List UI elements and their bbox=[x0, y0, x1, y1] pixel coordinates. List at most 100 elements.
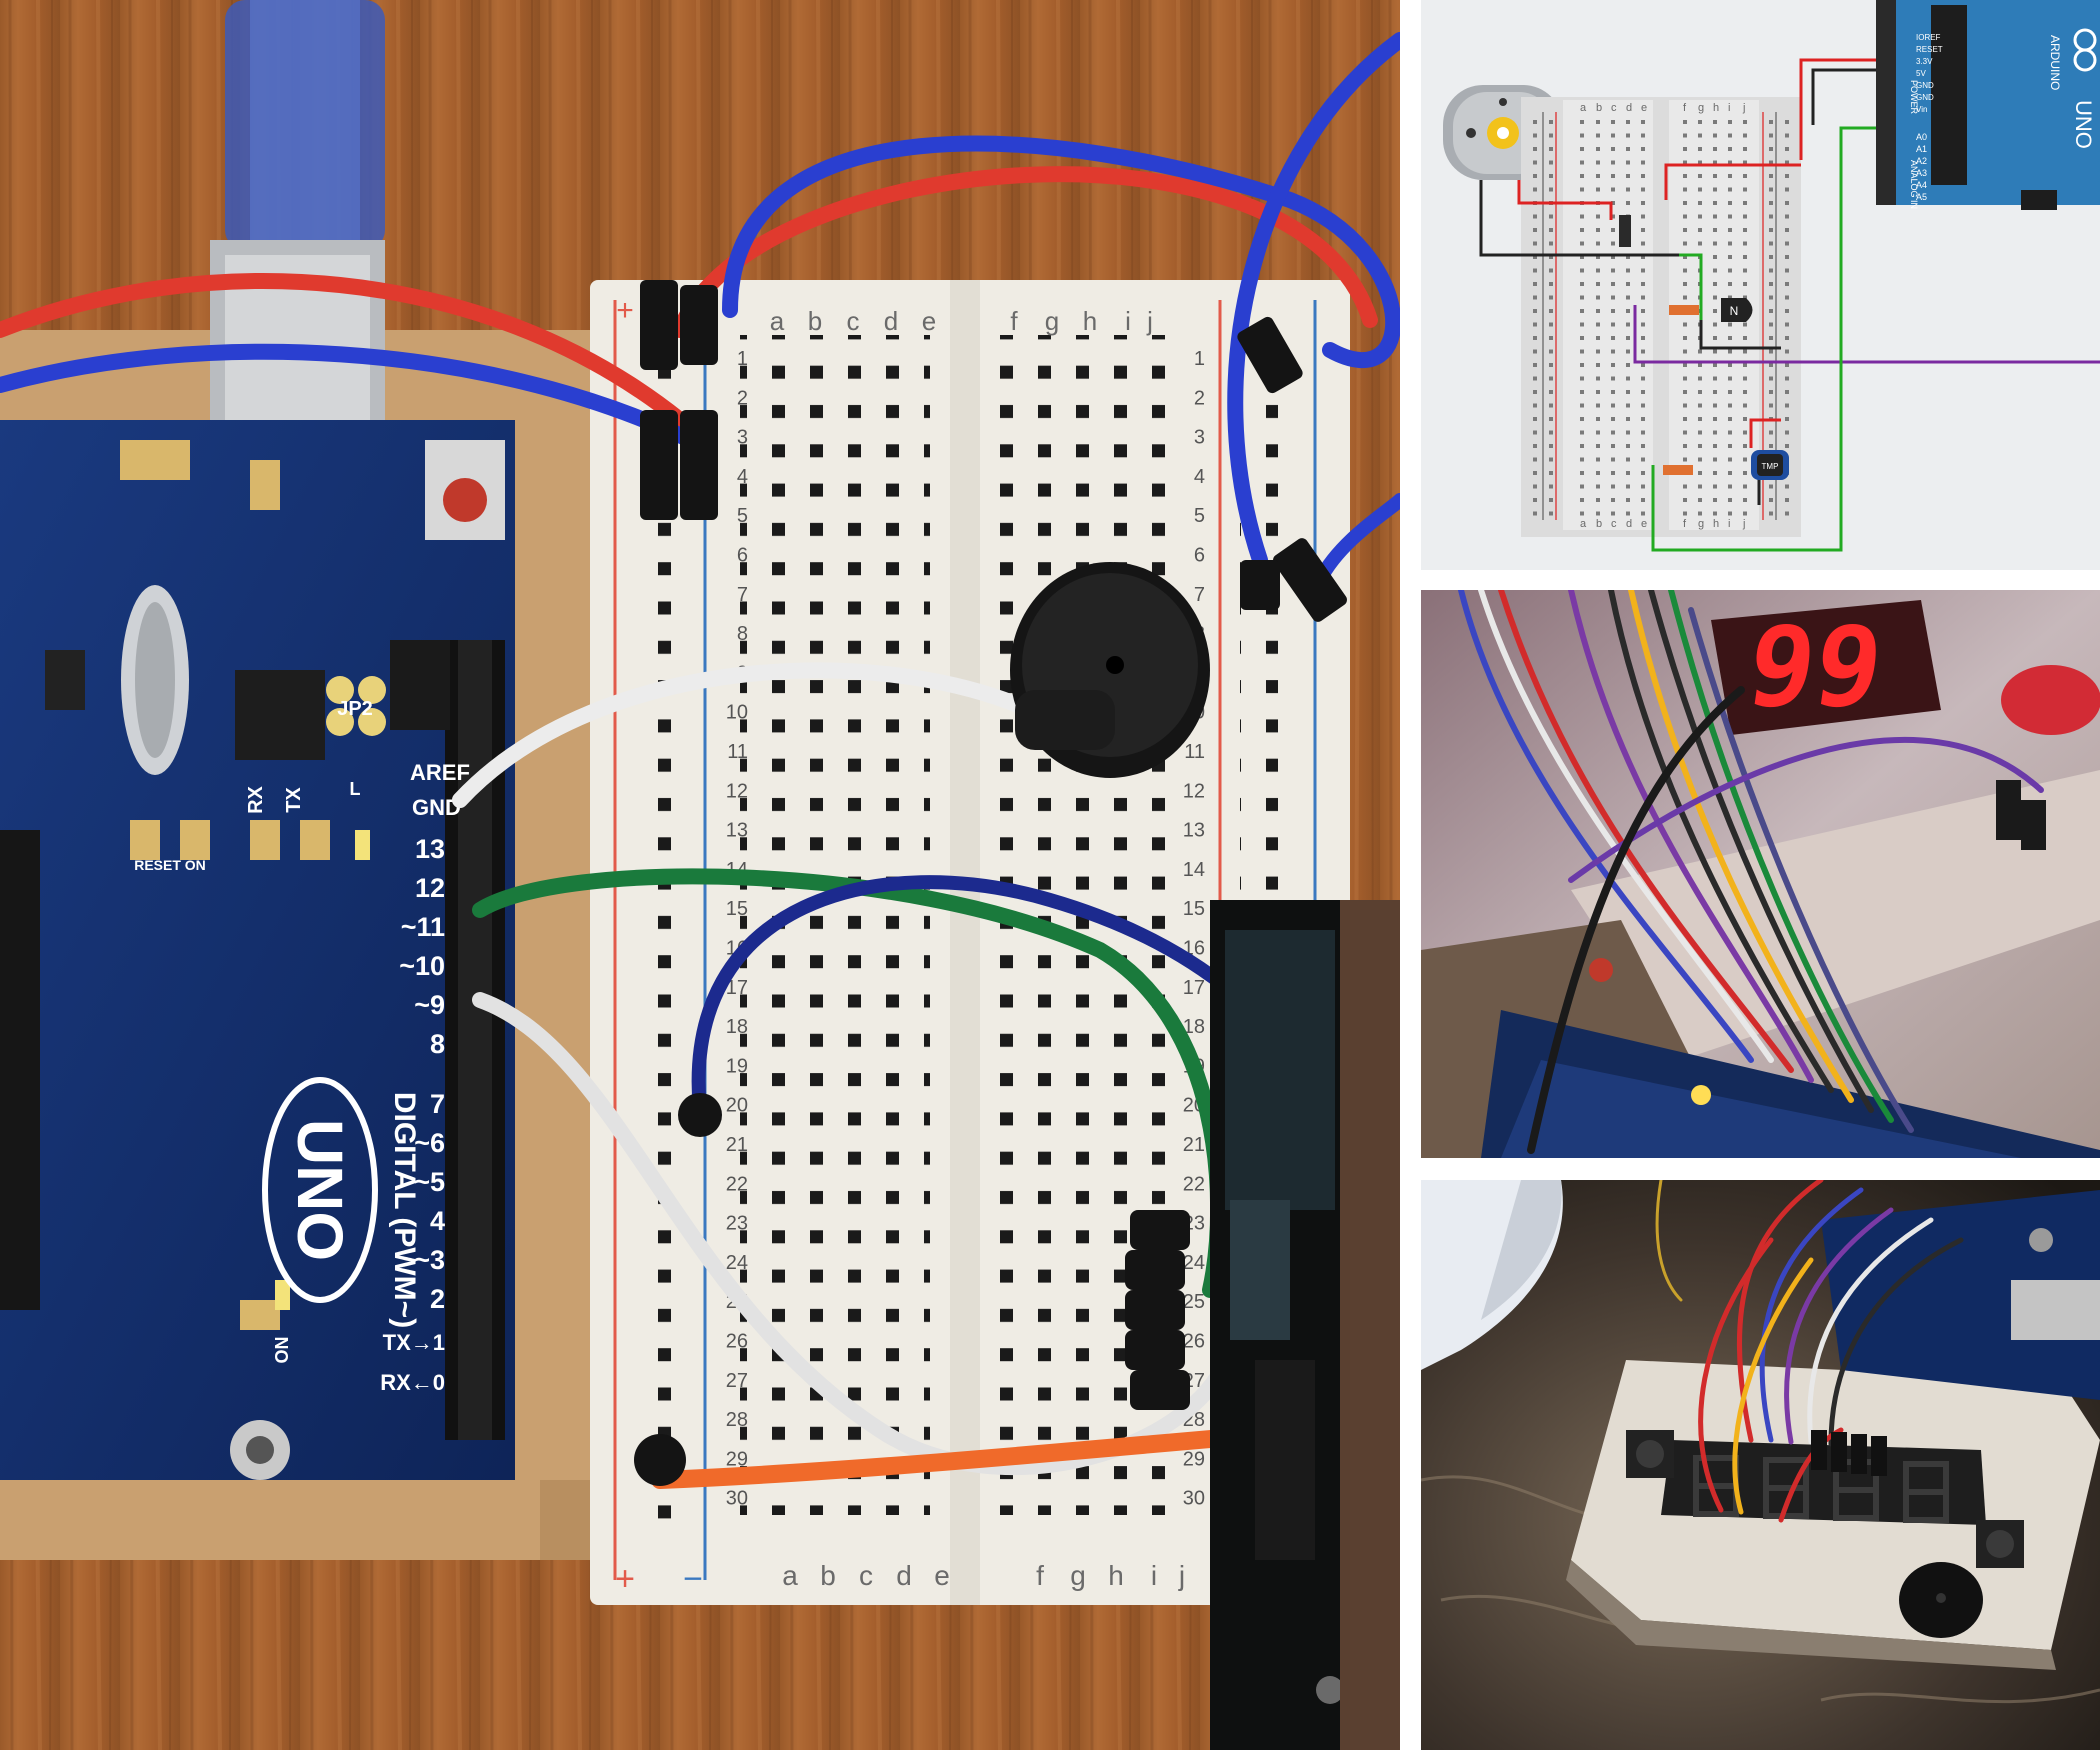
diagram-hole bbox=[1626, 336, 1630, 340]
diagram-hole bbox=[1580, 484, 1584, 489]
row-number: 24 bbox=[726, 1252, 748, 1274]
diagram-hole bbox=[1549, 147, 1553, 151]
diagram-hole bbox=[1713, 322, 1717, 327]
row-number: 5 bbox=[1194, 505, 1205, 527]
diagram-hole bbox=[1580, 160, 1584, 165]
diagram-hole bbox=[1596, 430, 1600, 435]
row-number: 17 bbox=[1183, 977, 1205, 999]
diagram-hole bbox=[1580, 322, 1584, 327]
svg-text:a: a bbox=[1580, 102, 1587, 114]
diagram-hole bbox=[1698, 417, 1702, 421]
diagram-hole bbox=[1769, 160, 1773, 165]
diagram-hole bbox=[1683, 376, 1687, 381]
row-number: 14 bbox=[1183, 859, 1205, 881]
diagram-hole bbox=[1713, 282, 1717, 286]
diagram-hole bbox=[1683, 457, 1687, 462]
diagram-hole bbox=[1533, 498, 1537, 502]
row-number: 25 bbox=[1183, 1291, 1205, 1313]
diagram-hole bbox=[1596, 309, 1600, 313]
diagram-hole bbox=[1785, 187, 1789, 192]
diagram-hole bbox=[1698, 444, 1702, 448]
diagram-hole bbox=[1785, 417, 1789, 421]
diagram-hole bbox=[1533, 255, 1537, 259]
diagram-hole bbox=[1641, 133, 1645, 138]
mounting-hole-center bbox=[246, 1436, 274, 1464]
diagram-hole bbox=[1713, 255, 1717, 259]
diagram-hole bbox=[1611, 511, 1615, 516]
row-number: 7 bbox=[1194, 584, 1205, 606]
diagram-hole bbox=[1728, 255, 1732, 259]
diagram-hole bbox=[1641, 417, 1645, 421]
diagram-hole bbox=[1580, 282, 1584, 286]
pin-label: 4 bbox=[430, 1206, 445, 1236]
diagram-hole bbox=[1549, 444, 1553, 448]
diagram-hole bbox=[1533, 390, 1537, 394]
diagram-hole bbox=[1713, 133, 1717, 138]
diagram-hole bbox=[1713, 444, 1717, 448]
diagram-hole bbox=[1611, 349, 1615, 354]
svg-text:g: g bbox=[1045, 306, 1059, 336]
diagram-hole bbox=[1549, 268, 1553, 273]
diagram-hole bbox=[1785, 322, 1789, 327]
diagram-hole bbox=[1743, 322, 1747, 327]
svg-text:ANALOG IN: ANALOG IN bbox=[1909, 160, 1919, 209]
diagram-hole bbox=[1769, 336, 1773, 340]
diagram-hole bbox=[1533, 471, 1537, 475]
row-number: 22 bbox=[726, 1173, 748, 1195]
diagram-hole bbox=[1533, 403, 1537, 408]
row-number: 30 bbox=[1183, 1488, 1205, 1510]
diagram-hole bbox=[1533, 214, 1537, 219]
diagram-hole bbox=[1580, 376, 1584, 381]
diagram-hole bbox=[1641, 120, 1645, 124]
aref-label: AREF bbox=[410, 760, 470, 785]
diagram-hole bbox=[1769, 498, 1773, 502]
diagram-hole bbox=[1743, 174, 1747, 178]
diagram-hole bbox=[1698, 403, 1702, 408]
svg-text:Vin: Vin bbox=[1916, 105, 1927, 114]
diagram-hole bbox=[1728, 282, 1732, 286]
diagram-hole bbox=[1728, 444, 1732, 448]
reset-button bbox=[443, 478, 487, 522]
diagram-hole bbox=[1785, 444, 1789, 448]
main-photo-canvas: UNO DIGITAL (PWM~) AREF GND 13 12 ~11 ~1… bbox=[0, 0, 1400, 1750]
diagram-hole bbox=[1743, 295, 1747, 300]
diagram-hole bbox=[1549, 255, 1553, 259]
row-number: 15 bbox=[1183, 898, 1205, 920]
diagram-hole bbox=[1641, 376, 1645, 381]
diagram-hole bbox=[1580, 228, 1584, 232]
diagram-hole bbox=[1580, 363, 1584, 367]
diagram-hole bbox=[1683, 390, 1687, 394]
row-number: 11 bbox=[1184, 741, 1205, 763]
diagram-hole bbox=[1743, 484, 1747, 489]
diagram-hole bbox=[1698, 133, 1702, 138]
row-number: 11 bbox=[727, 741, 748, 763]
diagram-resistor-1 bbox=[1669, 305, 1699, 315]
diagram-hole bbox=[1683, 147, 1687, 151]
diagram-hole bbox=[1728, 187, 1732, 192]
pin-label: ~11 bbox=[401, 912, 445, 942]
circuit-diagram-canvas: a b c d e f g h i j a b c d e f g h i j bbox=[1421, 0, 2100, 570]
diagram-hole bbox=[1533, 120, 1537, 124]
diagram-hole bbox=[1698, 201, 1702, 205]
white-wire-gnd bbox=[452, 662, 1058, 808]
diagram-hole bbox=[1713, 268, 1717, 273]
rx-label: RX bbox=[245, 785, 267, 813]
diagram-hole bbox=[1533, 349, 1537, 354]
diagram-hole bbox=[1743, 282, 1747, 286]
row-number: 6 bbox=[737, 545, 748, 567]
diagram-hole bbox=[1683, 160, 1687, 165]
diagram-hole bbox=[1580, 147, 1584, 151]
svg-text:TMP: TMP bbox=[1762, 462, 1779, 471]
svg-text:h: h bbox=[1713, 102, 1719, 114]
row-number: 18 bbox=[726, 1016, 748, 1038]
jp2-label: JP2 bbox=[337, 698, 373, 720]
diagram-hole bbox=[1580, 241, 1584, 246]
svg-text:f: f bbox=[1010, 306, 1018, 336]
diagram-hole bbox=[1533, 376, 1537, 381]
diagram-hole bbox=[1549, 376, 1553, 381]
diagram-hole bbox=[1769, 201, 1773, 205]
diagram-hole bbox=[1769, 349, 1773, 354]
buzzer-photo bbox=[1899, 1562, 1983, 1638]
diagram-hole bbox=[1611, 241, 1615, 246]
diagram-hole bbox=[1596, 268, 1600, 273]
